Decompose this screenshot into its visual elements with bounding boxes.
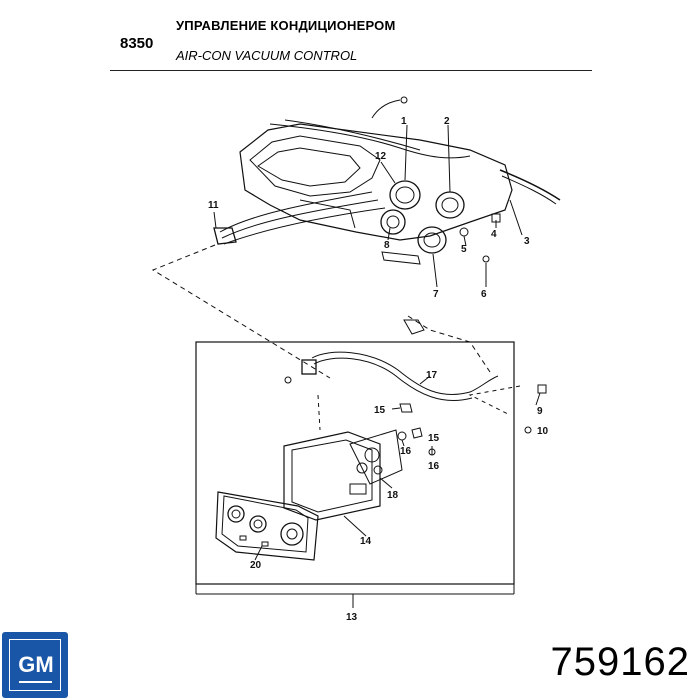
title-english: AIR-CON VACUUM CONTROL	[176, 48, 358, 63]
gm-logo-text: GM	[18, 652, 54, 677]
callout-labels: 1 2 3 4 5 6 7 8 9 10 11 12 13 14 15 15 1…	[208, 116, 549, 623]
callout-13: 13	[346, 612, 358, 623]
control-panel-frame	[195, 341, 515, 585]
callout-15b: 15	[428, 433, 440, 444]
callout-12: 12	[375, 151, 387, 162]
callout-9: 9	[537, 406, 543, 417]
callout-10: 10	[537, 426, 549, 437]
leader-lines-upper	[213, 124, 523, 288]
callout-6: 6	[481, 289, 487, 300]
callout-17: 17	[426, 370, 438, 381]
callout-11: 11	[208, 200, 219, 211]
header-divider	[110, 70, 592, 71]
ac-housing-assembly	[213, 96, 561, 265]
callout-4: 4	[491, 229, 497, 240]
part-number: 759162	[550, 640, 690, 684]
title-russian: УПРАВЛЕНИЕ КОНДИЦИОНЕРОМ	[176, 18, 396, 33]
callout-15a: 15	[374, 405, 386, 416]
callout-16b: 16	[428, 461, 440, 472]
leader-lines-lower	[254, 375, 541, 608]
callout-18: 18	[387, 490, 399, 501]
callout-7: 7	[433, 289, 439, 300]
callout-5: 5	[461, 244, 467, 255]
callout-3: 3	[524, 236, 530, 247]
callout-16a: 16	[400, 446, 412, 457]
gm-logo-frame: GM	[9, 639, 61, 691]
callout-20: 20	[250, 560, 262, 571]
gm-logo: GM	[2, 632, 68, 698]
callout-14: 14	[360, 536, 372, 547]
section-code: 8350	[120, 35, 154, 52]
callout-8: 8	[384, 240, 390, 251]
callout-1: 1	[401, 116, 407, 127]
gm-logo-underline	[19, 681, 52, 683]
control-panel-assembly	[195, 319, 547, 595]
callout-2: 2	[444, 116, 450, 127]
